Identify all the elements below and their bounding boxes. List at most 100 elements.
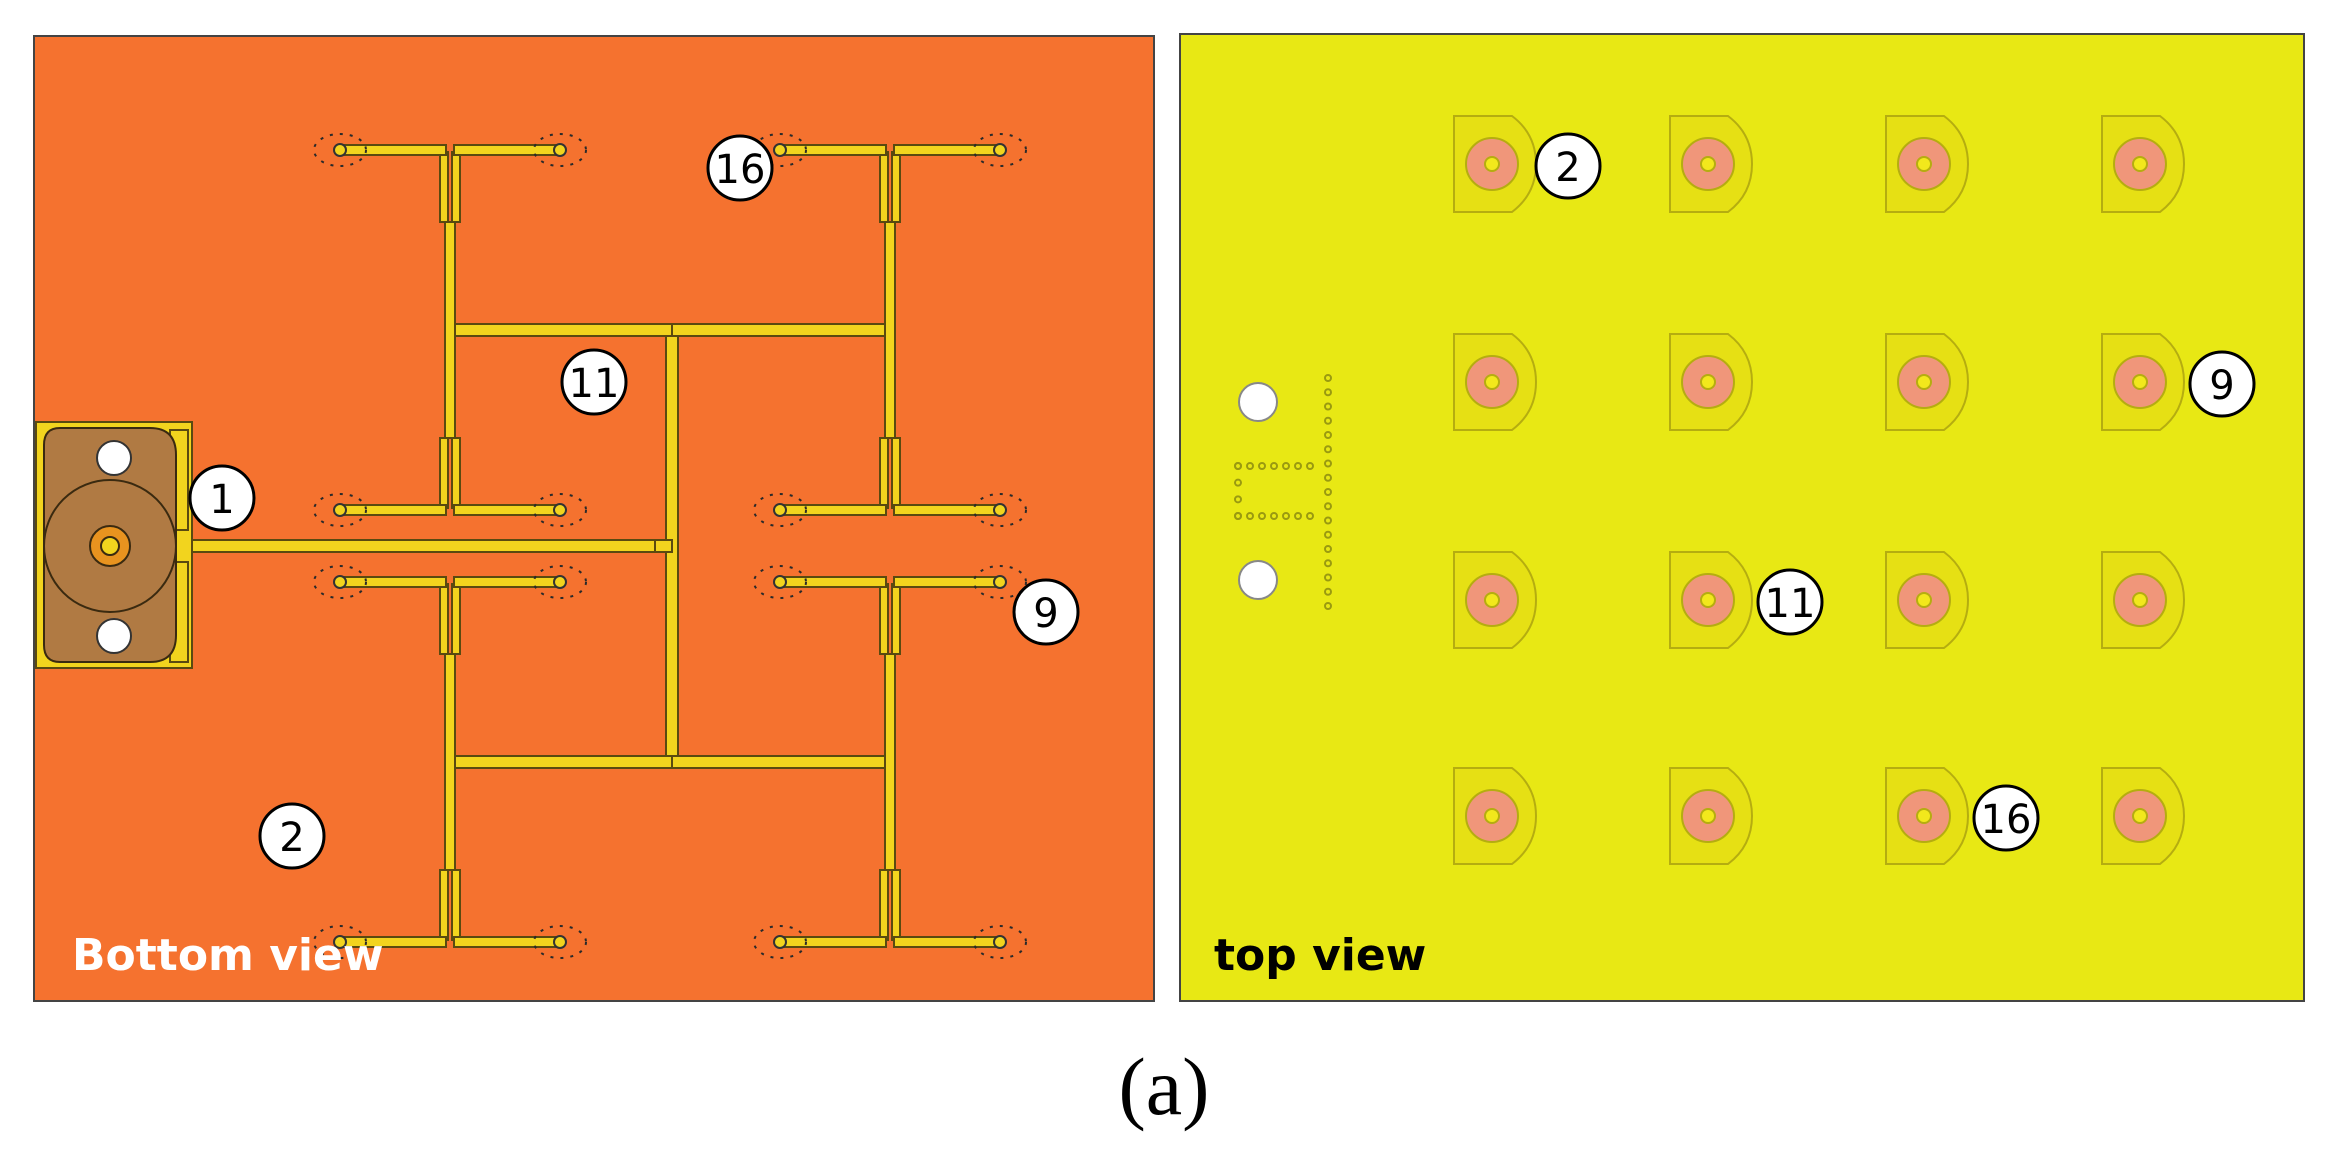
feed-trace <box>893 504 1001 516</box>
element-end-pad <box>993 503 1007 517</box>
via-dot <box>1324 473 1332 482</box>
callout-bottom-9: 9 <box>1012 578 1080 646</box>
via-rings <box>313 133 1027 959</box>
callout-bottom-16: 16 <box>706 134 774 202</box>
feed-trace <box>451 869 461 941</box>
feed-trace <box>891 437 901 509</box>
feed-trace <box>451 437 461 509</box>
via-ring <box>973 133 1027 167</box>
element-end-pad <box>333 575 347 589</box>
via-dot <box>1324 388 1332 397</box>
via-dot <box>1246 512 1254 520</box>
via-dot <box>1246 462 1254 470</box>
via-ring <box>753 565 807 599</box>
feed-trace <box>893 144 1001 156</box>
feed-trace <box>893 576 1001 588</box>
via-ring <box>313 133 367 167</box>
via-ring <box>973 925 1027 959</box>
svg-text:11: 11 <box>569 361 620 407</box>
feed-network <box>175 143 1007 949</box>
via-ring <box>753 925 807 959</box>
antenna-patch <box>2101 767 2186 865</box>
via-ring <box>533 493 587 527</box>
feed-trace <box>339 504 447 516</box>
feed-trace <box>879 151 889 223</box>
antenna-patch <box>1885 551 1970 649</box>
via-dot <box>1324 488 1332 496</box>
via-ring <box>313 493 367 527</box>
via-dot <box>1306 462 1314 470</box>
element-end-pad <box>773 575 787 589</box>
mounting-hole <box>1238 560 1278 600</box>
via-dot <box>1324 530 1332 539</box>
via-ring <box>973 565 1027 599</box>
callout-top-11: 11 <box>1756 568 1824 636</box>
feed-trace <box>453 504 561 516</box>
feed-trace <box>879 583 889 655</box>
via-dot <box>1324 431 1332 439</box>
antenna-patch <box>1453 333 1538 431</box>
feed-trace <box>671 323 891 337</box>
element-end-pad <box>333 503 347 517</box>
via-dot <box>1306 512 1314 520</box>
antenna-patch <box>1669 333 1754 431</box>
element-end-pad <box>773 143 787 157</box>
via-ring <box>533 565 587 599</box>
via-ring <box>533 925 587 959</box>
via-dot <box>1324 545 1332 553</box>
via-dot <box>1324 502 1332 511</box>
via-ring <box>753 133 807 167</box>
via-dot <box>1258 462 1266 470</box>
via-ring <box>313 565 367 599</box>
antenna-patch <box>1669 115 1754 213</box>
via-dot <box>1234 512 1242 520</box>
feed-trace <box>879 869 889 941</box>
via-dot <box>1324 573 1332 582</box>
antenna-figure: 1 16 11 9 2 Bottom view <box>33 33 2305 1002</box>
via-dot <box>1234 462 1242 470</box>
antenna-patch <box>1453 551 1538 649</box>
antenna-patch <box>1453 115 1538 213</box>
feed-trace <box>439 437 449 509</box>
element-end-pad <box>553 503 567 517</box>
via-dot <box>1234 478 1242 487</box>
antenna-patch <box>1885 115 1970 213</box>
via-dot <box>1294 462 1302 470</box>
callout-top-9: 9 <box>2188 350 2256 418</box>
coax-connector <box>35 421 193 669</box>
feed-trace <box>451 583 461 655</box>
feed-trace <box>175 539 656 553</box>
feed-trace <box>453 576 561 588</box>
feed-trace <box>339 144 447 156</box>
bottom-view-label: Bottom view <box>72 930 383 981</box>
connector-screw-hole <box>96 618 132 654</box>
feed-trace <box>339 576 447 588</box>
element-end-pad <box>993 575 1007 589</box>
via-dot <box>1324 459 1332 468</box>
callout-bottom-11: 11 <box>560 348 628 416</box>
element-end-pad <box>333 143 347 157</box>
via-dot <box>1324 416 1332 425</box>
figure-caption: (a) <box>1118 1041 1210 1132</box>
via-ring <box>313 925 367 959</box>
via-dot <box>1234 495 1242 504</box>
feed-trace <box>779 576 887 588</box>
svg-text:16: 16 <box>715 147 766 193</box>
svg-text:1: 1 <box>209 477 234 523</box>
via-dot <box>1324 516 1332 525</box>
connector-screw-hole <box>96 440 132 476</box>
feed-trace <box>439 869 449 941</box>
svg-text:9: 9 <box>1033 591 1058 637</box>
feed-trace <box>879 437 889 509</box>
callout-bottom-2: 2 <box>258 802 326 870</box>
bottom-view-panel: 1 16 11 9 2 Bottom view <box>33 35 1155 1002</box>
antenna-patch <box>1885 767 1970 865</box>
element-end-pad <box>553 575 567 589</box>
element-end-pad <box>993 935 1007 949</box>
feed-trace <box>884 221 896 439</box>
element-end-pad <box>333 935 347 949</box>
via-dot <box>1324 402 1332 411</box>
svg-text:11: 11 <box>1765 581 1816 627</box>
feed-trace <box>453 936 561 948</box>
feed-trace <box>779 936 887 948</box>
